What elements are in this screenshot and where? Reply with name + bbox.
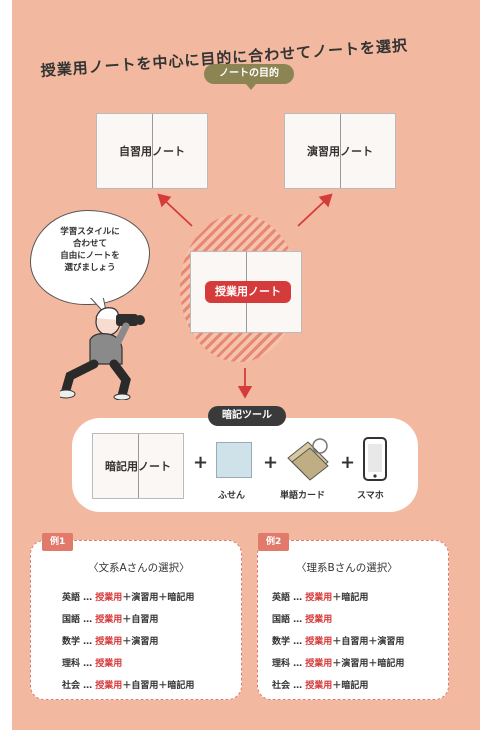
example-card-1: [30, 540, 242, 700]
self-study-notebook: 自習用ノート: [96, 113, 208, 189]
subject: 理科: [62, 659, 81, 669]
additional-notebooks: ＋自習用＋暗記用: [122, 681, 195, 691]
notebook-spine: [340, 114, 341, 188]
practice-label: 演習用ノート: [307, 145, 373, 158]
additional-notebooks: ＋自習用＋演習用: [332, 637, 405, 647]
bubble-line: 学習スタイルに: [60, 227, 120, 237]
example-tag-1: 例1: [42, 533, 74, 551]
photographer-illustration: [60, 307, 145, 400]
separator: …: [290, 637, 306, 647]
speech-bubble: [30, 210, 150, 305]
example-row: 数学 … 授業用＋自習用＋演習用: [272, 634, 404, 647]
subject: 数学: [62, 637, 81, 647]
arrow-to-practice: [297, 193, 333, 227]
separator: …: [80, 681, 96, 691]
additional-notebooks: ＋暗記用: [332, 593, 369, 603]
notebook-spine: [138, 434, 139, 498]
separator: …: [290, 593, 306, 603]
smartphone-icon: [363, 437, 387, 481]
separator: …: [80, 615, 96, 625]
additional-notebooks: ＋演習用＋暗記用: [122, 593, 195, 603]
example-row: 国語 … 授業用: [272, 612, 332, 625]
example-title-1: 〈文系Aさんの選択〉: [88, 562, 190, 574]
class-notebook-highlight: 授業用: [95, 593, 123, 603]
subject: 国語: [62, 615, 81, 625]
word-cards-label: 単語カード: [280, 491, 326, 501]
separator: …: [80, 637, 96, 647]
subject: 理科: [272, 659, 291, 669]
notebook-spine: [152, 114, 153, 188]
speech-bubble-text: 学習スタイルに 合わせて 自由にノートを 選びましょう: [30, 226, 150, 274]
separator: …: [290, 681, 306, 691]
word-cards-icon: [287, 438, 329, 481]
memorize-label: 暗記用ノート: [105, 460, 171, 473]
memorize-notebook: 暗記用ノート: [92, 433, 184, 499]
example-row: 数学 … 授業用＋演習用: [62, 634, 158, 647]
separator: …: [80, 593, 96, 603]
plus-sign: +: [340, 452, 356, 473]
class-notebook-highlight: 授業用: [305, 637, 333, 647]
class-notebook-highlight: 授業用: [305, 615, 333, 625]
class-notebook-highlight: 授業用: [95, 681, 123, 691]
subject: 国語: [272, 615, 291, 625]
bubble-line: 合わせて: [72, 239, 107, 249]
subject: 英語: [62, 593, 81, 603]
example-row: 国語 … 授業用＋自習用: [62, 612, 158, 625]
class-notebook-highlight: 授業用: [95, 637, 123, 647]
subject: 社会: [62, 681, 81, 691]
example-row: 理科 … 授業用＋演習用＋暗記用: [272, 656, 404, 669]
class-notebook-highlight: 授業用: [95, 659, 123, 669]
example-row: 社会 … 授業用＋暗記用: [272, 678, 368, 691]
example-card-2: [257, 540, 449, 700]
additional-notebooks: ＋暗記用: [332, 681, 369, 691]
subject: 数学: [272, 637, 291, 647]
example-row: 英語 … 授業用＋演習用＋暗記用: [62, 590, 194, 603]
separator: …: [290, 615, 306, 625]
example-title-2: 〈理系Bさんの選択〉: [296, 562, 398, 574]
sticky-note-label: ふせん: [218, 491, 246, 501]
example-row: 社会 … 授業用＋自習用＋暗記用: [62, 678, 194, 691]
additional-notebooks: ＋演習用: [122, 637, 159, 647]
smartphone-label: スマホ: [357, 491, 384, 501]
plus-sign: +: [263, 452, 279, 473]
self-study-label: 自習用ノート: [119, 145, 185, 158]
additional-notebooks: ＋演習用＋暗記用: [332, 659, 405, 669]
plus-sign: +: [193, 452, 209, 473]
class-notebook-highlight: 授業用: [95, 615, 123, 625]
class-notebook-highlight: 授業用: [305, 659, 333, 669]
separator: …: [290, 659, 306, 669]
separator: …: [80, 659, 96, 669]
memorization-tools-tag: 暗記ツール: [208, 406, 286, 426]
class-notebook-highlight: 授業用: [305, 593, 333, 603]
class-notebook-label: 授業用ノート: [205, 281, 291, 303]
bubble-line: 選びましょう: [64, 263, 116, 273]
arrow-to-self-study: [157, 193, 193, 227]
practice-notebook: 演習用ノート: [284, 113, 396, 189]
subject: 英語: [272, 593, 291, 603]
subject: 社会: [272, 681, 291, 691]
bubble-line: 自由にノートを: [60, 251, 120, 261]
example-row: 理科 … 授業用: [62, 656, 122, 669]
class-notebook-highlight: 授業用: [305, 681, 333, 691]
sticky-note-icon: [216, 442, 252, 478]
purpose-tag: ノートの目的: [204, 64, 294, 90]
example-tag-2: 例2: [258, 533, 290, 551]
additional-notebooks: ＋自習用: [122, 615, 159, 625]
example-row: 英語 … 授業用＋暗記用: [272, 590, 368, 603]
